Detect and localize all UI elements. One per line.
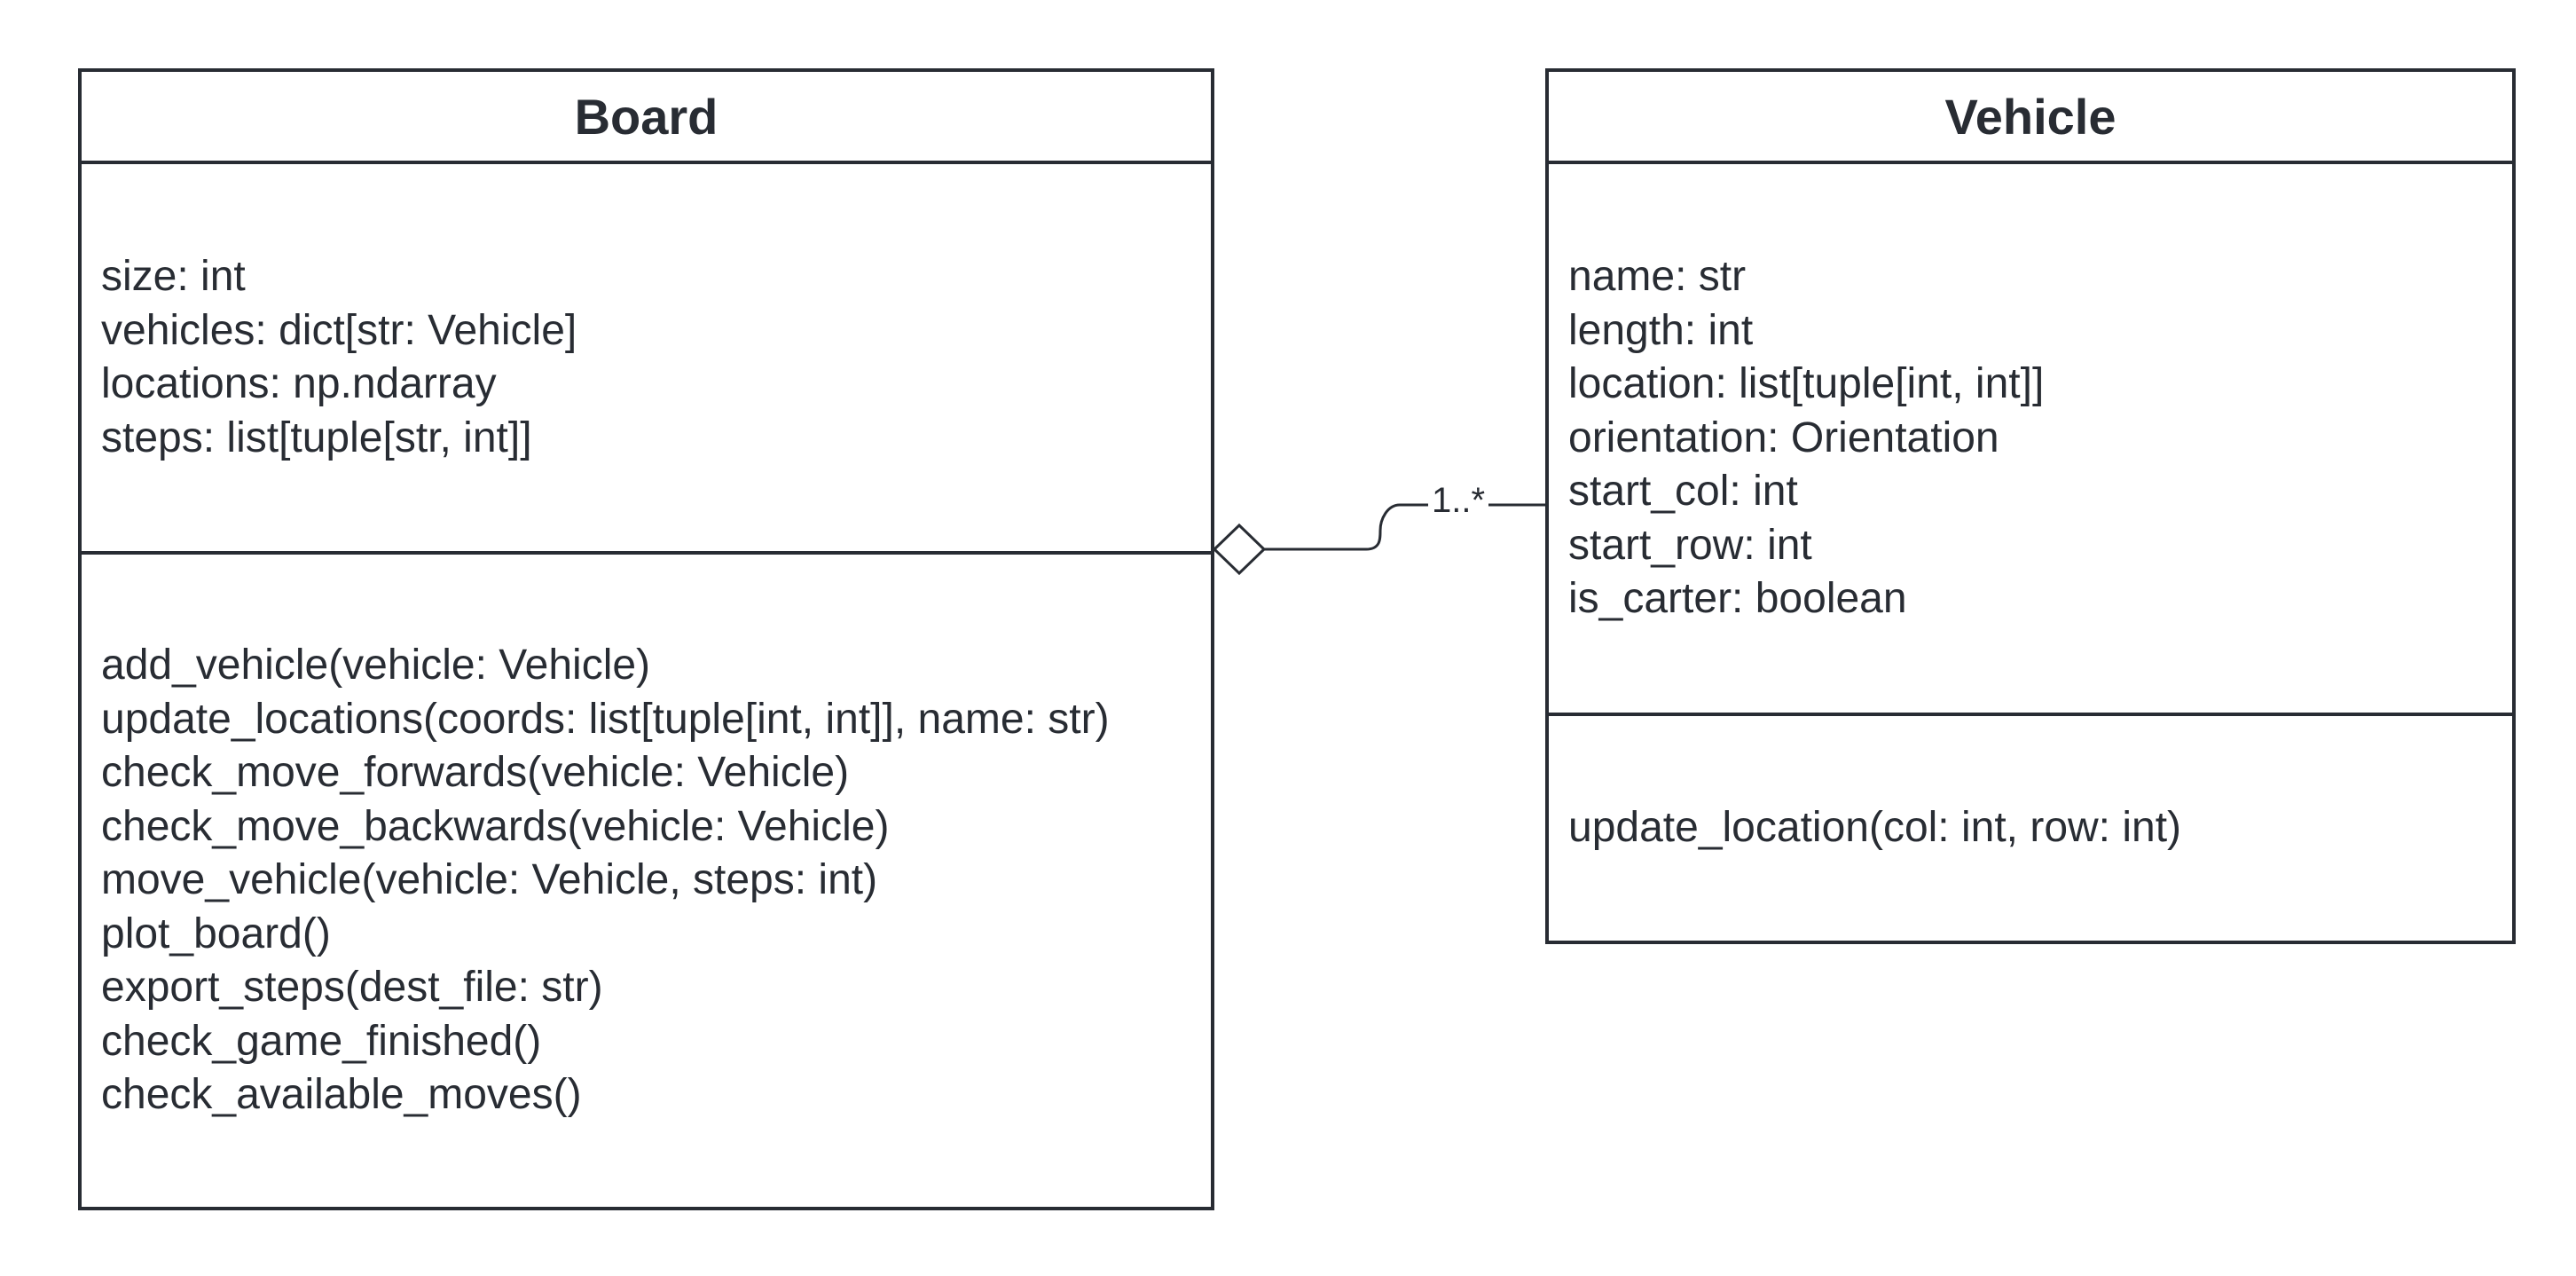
vehicle-attribute: length: int bbox=[1568, 306, 1754, 354]
board-operation: update_locations(coords: list[tuple[int,… bbox=[101, 695, 1110, 743]
vehicle-attribute: start_col: int bbox=[1568, 468, 1798, 516]
board-attributes: size: int vehicles: dict[str: Vehicle] l… bbox=[82, 164, 1211, 555]
board-operation: check_move_backwards(vehicle: Vehicle) bbox=[101, 802, 890, 850]
vehicle-attribute: is_carter: boolean bbox=[1568, 575, 1907, 623]
board-class[interactable]: Board size: int vehicles: dict[str: Vehi… bbox=[78, 68, 1214, 1210]
board-class-name: Board bbox=[82, 72, 1211, 164]
vehicle-attribute: location: list[tuple[int, int]] bbox=[1568, 360, 2045, 408]
board-operations: add_vehicle(vehicle: Vehicle) update_loc… bbox=[82, 555, 1211, 1207]
board-attribute: size: int bbox=[101, 253, 246, 300]
vehicle-attribute: start_row: int bbox=[1568, 521, 1812, 569]
board-operation: export_steps(dest_file: str) bbox=[101, 964, 603, 1012]
board-attribute: steps: list[tuple[str, int]] bbox=[101, 414, 532, 461]
vehicle-operation: update_location(col: int, row: int) bbox=[1568, 804, 2182, 852]
board-operation: check_game_finished() bbox=[101, 1017, 542, 1065]
vehicle-attribute: name: str bbox=[1568, 253, 1747, 301]
aggregation-diamond-icon bbox=[1212, 523, 1267, 576]
vehicle-attribute: orientation: Orientation bbox=[1568, 414, 1999, 461]
vehicle-operations: update_location(col: int, row: int) bbox=[1549, 716, 2512, 941]
board-attribute: locations: np.ndarray bbox=[101, 360, 497, 407]
board-attribute: vehicles: dict[str: Vehicle] bbox=[101, 306, 577, 354]
vehicle-attributes: name: str length: int location: list[tup… bbox=[1549, 164, 2512, 716]
multiplicity-label: 1..* bbox=[1428, 476, 1489, 525]
board-operation: check_move_forwards(vehicle: Vehicle) bbox=[101, 749, 850, 797]
vehicle-class[interactable]: Vehicle name: str length: int location: … bbox=[1545, 68, 2516, 944]
board-operation: check_available_moves() bbox=[101, 1071, 582, 1119]
board-operation: plot_board() bbox=[101, 910, 331, 957]
board-operation: move_vehicle(vehicle: Vehicle, steps: in… bbox=[101, 856, 878, 904]
association-line[interactable] bbox=[1264, 503, 1545, 551]
vehicle-class-name: Vehicle bbox=[1549, 72, 2512, 164]
board-operation: add_vehicle(vehicle: Vehicle) bbox=[101, 642, 651, 689]
